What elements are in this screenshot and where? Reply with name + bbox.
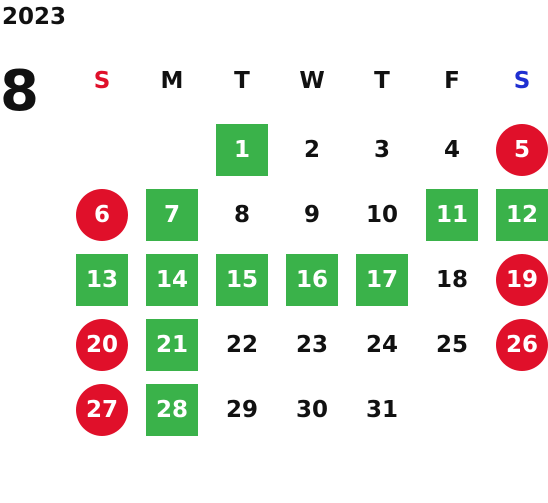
weekday-label-3: W	[299, 68, 325, 94]
calendar-day-14[interactable]: 14	[146, 254, 198, 306]
calendar-day-21[interactable]: 21	[146, 319, 198, 371]
calendar-day-23[interactable]: 23	[295, 332, 328, 358]
calendar-day-1[interactable]: 1	[216, 124, 268, 176]
calendar-day-6[interactable]: 6	[76, 189, 128, 241]
calendar-day-24[interactable]: 24	[365, 332, 398, 358]
weekday-label-6: S	[513, 68, 531, 94]
calendar-day-28[interactable]: 28	[146, 384, 198, 436]
calendar-day-15[interactable]: 15	[216, 254, 268, 306]
weekday-label-4: T	[374, 68, 390, 94]
calendar-day-10[interactable]: 10	[365, 202, 398, 228]
calendar-day-4[interactable]: 4	[443, 137, 460, 163]
calendar-day-31[interactable]: 31	[365, 397, 398, 423]
weekday-label-2: T	[234, 68, 250, 94]
calendar-day-13[interactable]: 13	[76, 254, 128, 306]
calendar-day-20[interactable]: 20	[76, 319, 128, 371]
calendar-day-8[interactable]: 8	[233, 202, 250, 228]
calendar-month: 8	[0, 59, 39, 124]
calendar-day-27[interactable]: 27	[76, 384, 128, 436]
calendar-day-18[interactable]: 18	[435, 267, 468, 293]
weekday-label-1: M	[160, 68, 184, 94]
calendar-day-22[interactable]: 22	[225, 332, 258, 358]
calendar-day-17[interactable]: 17	[356, 254, 408, 306]
calendar-day-26[interactable]: 26	[496, 319, 548, 371]
calendar-day-16[interactable]: 16	[286, 254, 338, 306]
calendar-day-11[interactable]: 11	[426, 189, 478, 241]
calendar-day-25[interactable]: 25	[435, 332, 468, 358]
calendar-day-19[interactable]: 19	[496, 254, 548, 306]
calendar-day-3[interactable]: 3	[373, 137, 390, 163]
calendar-day-30[interactable]: 30	[295, 397, 328, 423]
calendar-day-5[interactable]: 5	[496, 124, 548, 176]
calendar-day-9[interactable]: 9	[303, 202, 320, 228]
calendar-day-2[interactable]: 2	[303, 137, 320, 163]
weekday-label-0: S	[93, 68, 111, 94]
weekday-label-5: F	[444, 68, 460, 94]
calendar-day-12[interactable]: 12	[496, 189, 548, 241]
calendar-day-29[interactable]: 29	[225, 397, 258, 423]
calendar-year: 2023	[2, 4, 67, 30]
calendar-day-7[interactable]: 7	[146, 189, 198, 241]
